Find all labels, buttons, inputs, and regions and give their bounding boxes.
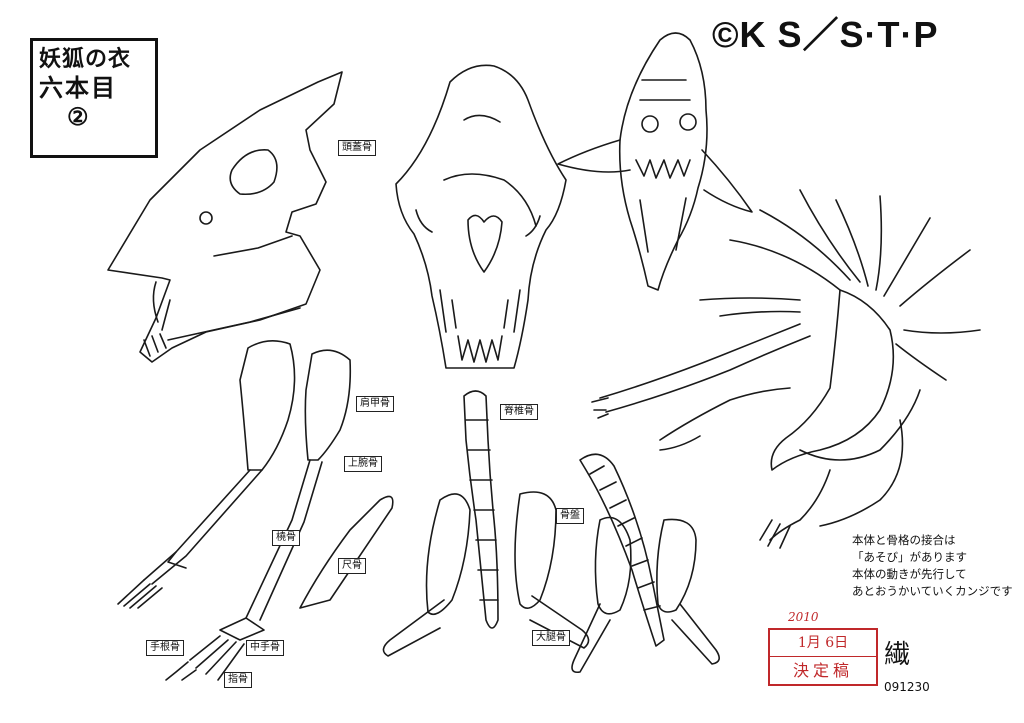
artist-signature: 繊 <box>884 640 911 670</box>
note-line: 「あそび」があります <box>852 550 967 564</box>
copyright-mark: ©K S／S·T·P <box>712 14 939 55</box>
label-upper-arm: 上腕骨 <box>344 456 382 472</box>
label-femur: 大腿骨 <box>532 630 570 646</box>
stamp-year: 2010 <box>788 610 819 624</box>
stamp-status: 決定稿 <box>792 661 853 680</box>
skull-top-view <box>557 32 753 291</box>
foreleg-right <box>165 349 394 681</box>
label-pelvis: 骨盤 <box>556 508 584 524</box>
production-note: 本体と骨格の接合は 「あそび」があります 本体の動きが先行して あとおうかいてい… <box>852 532 1022 600</box>
approval-stamp: 1月 6日 決定稿 <box>768 628 878 686</box>
label-metacarpal: 中手骨 <box>246 640 284 656</box>
note-line: あとおうかいていくカンジです <box>852 584 1013 598</box>
fox-figure <box>591 189 981 549</box>
foreleg-left <box>117 340 296 609</box>
sheet-number: ② <box>67 102 89 131</box>
sheet-code: 091230 <box>884 680 930 694</box>
note-line: 本体の動きが先行して <box>852 567 967 581</box>
spine-front <box>382 390 590 657</box>
label-radius: 橈骨 <box>272 530 300 546</box>
label-wrist: 手根骨 <box>146 640 184 656</box>
note-line: 本体と骨格の接合は <box>852 533 956 547</box>
stamp-date: 1月 6日 <box>770 630 876 657</box>
label-ulna: 尺骨 <box>338 558 366 574</box>
sheet-title-box: 妖狐の衣 六本目 ② <box>30 38 158 158</box>
label-finger: 指骨 <box>224 672 252 688</box>
spine-side <box>571 453 720 674</box>
skull-side-view <box>107 71 343 363</box>
label-spine: 脊椎骨 <box>500 404 538 420</box>
skull-front-view <box>395 64 567 369</box>
label-skull: 頭蓋骨 <box>338 140 376 156</box>
sheet-subtitle: 六本目 <box>39 73 117 102</box>
label-scapula: 肩甲骨 <box>356 396 394 412</box>
sheet-title: 妖狐の衣 <box>39 46 132 72</box>
